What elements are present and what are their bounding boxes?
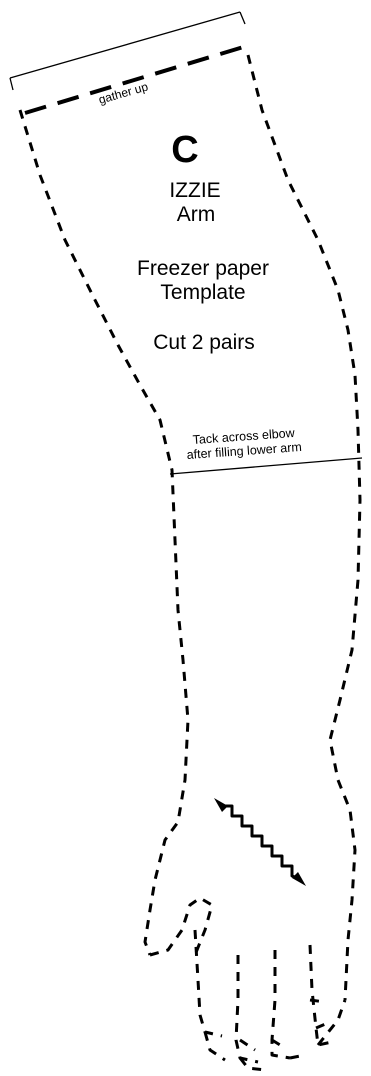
finger-gaps: [239, 998, 331, 1052]
top-edge-line: [9, 11, 241, 79]
piece-letter: C: [171, 129, 198, 171]
thumb-outline: [149, 896, 214, 957]
piece-name: Arm: [177, 203, 216, 226]
arm-left-outline: [18, 109, 190, 956]
top-edge-right-cap: [239, 11, 246, 25]
finger-2-outline: [234, 955, 259, 1064]
top-edge-left-cap: [9, 77, 14, 91]
arm-right-outline: [246, 54, 362, 1001]
material-line-1: Freezer paper: [137, 257, 269, 280]
material-line-2: Template: [160, 281, 245, 304]
pattern-name: IZZIE: [169, 179, 220, 202]
gather-line: [24, 43, 251, 115]
finger-4-outline: [308, 944, 333, 1047]
finger-1-outline: [193, 929, 223, 1038]
grain-line-arrow: [214, 798, 306, 886]
elbow-tack-line: [169, 457, 363, 475]
hand-knuckle-lines: [203, 999, 347, 1072]
cut-instruction: Cut 2 pairs: [153, 331, 255, 354]
